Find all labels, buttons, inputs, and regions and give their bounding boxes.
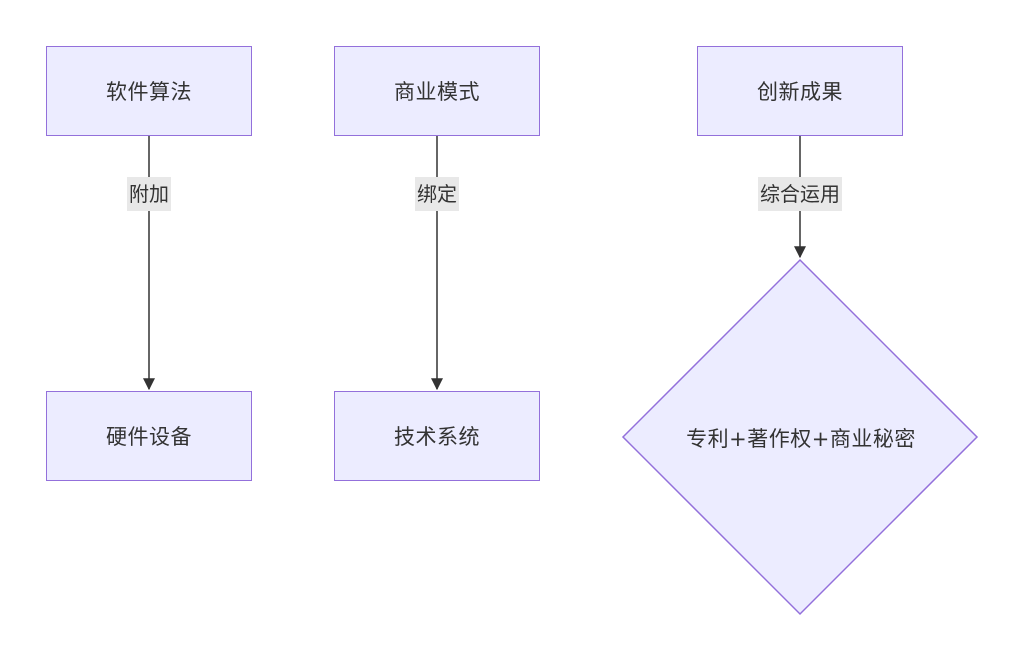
node-business-model: 商业模式 xyxy=(334,46,540,136)
ip-combination-diamond xyxy=(621,258,979,616)
node-technical-system: 技术系统 xyxy=(334,391,540,481)
node-hardware-device: 硬件设备 xyxy=(46,391,252,481)
edge-label-bind: 绑定 xyxy=(415,177,459,211)
edge-label-attach: 附加 xyxy=(127,177,171,211)
ip-combination-label: 专利+著作权+商业秘密 xyxy=(686,427,916,451)
edge-label-combined-use: 综合运用 xyxy=(758,177,842,211)
node-innovation-result: 创新成果 xyxy=(697,46,903,136)
node-software-algorithm: 软件算法 xyxy=(46,46,252,136)
